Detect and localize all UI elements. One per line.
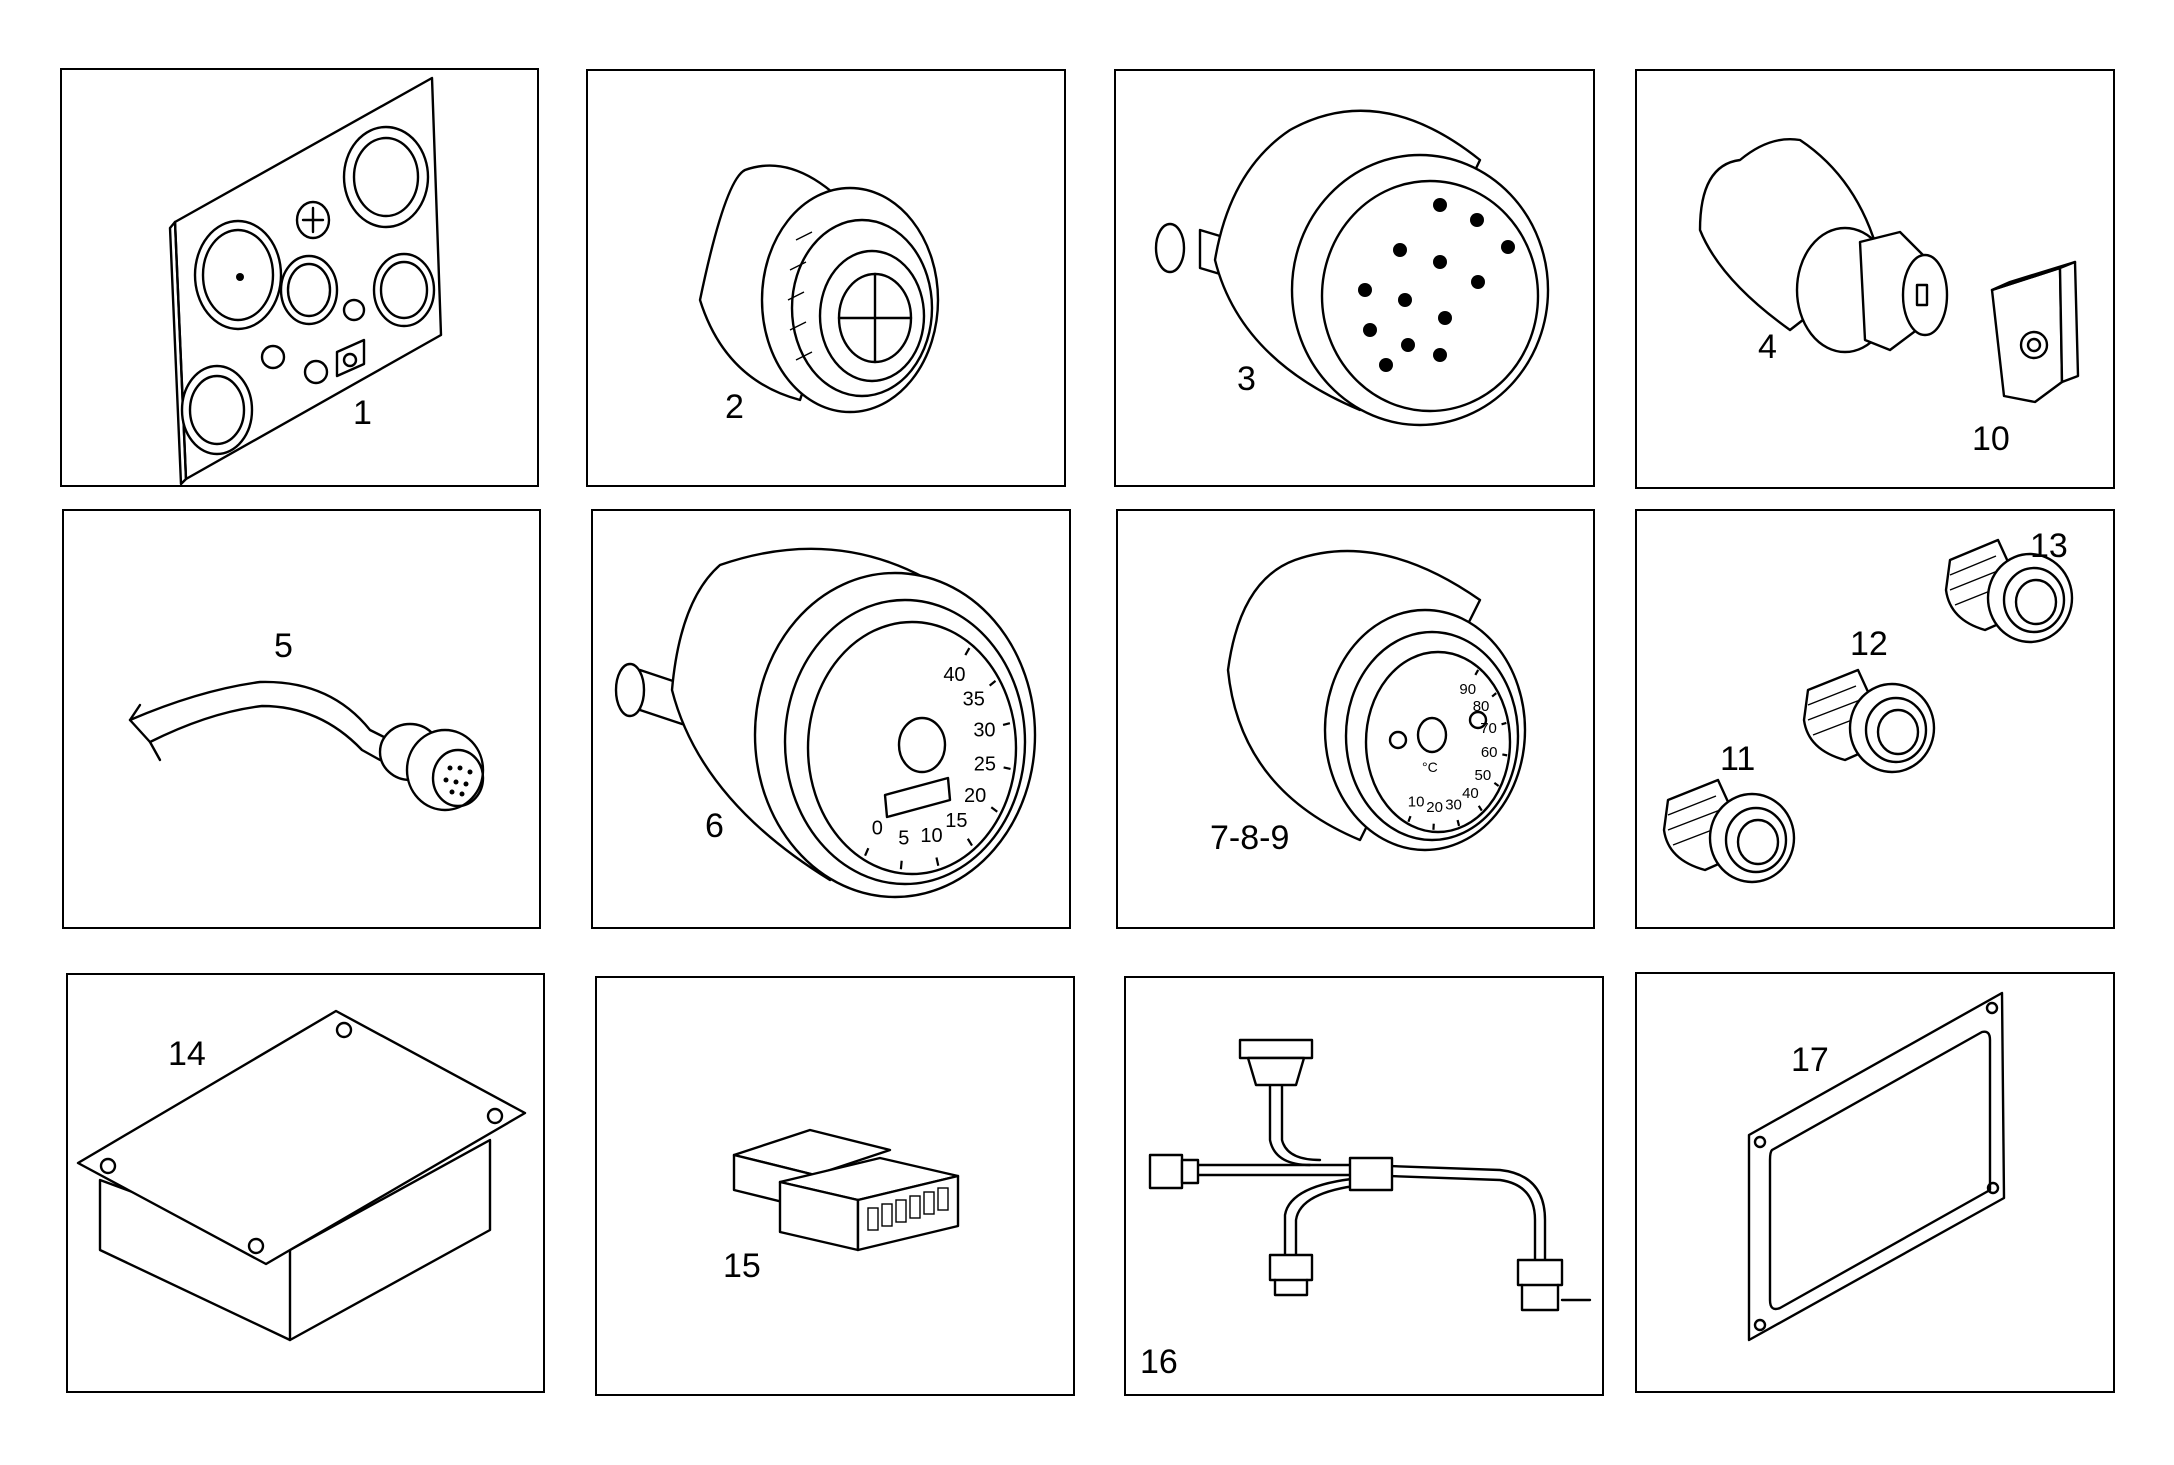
label-5: 5 [274,627,293,665]
speedometer-tick [935,857,940,866]
panel-5: 5 [62,509,541,929]
temperature-tick-label: 40 [1462,785,1479,802]
speedometer-tick-label: 40 [943,664,965,686]
label-17: 17 [1791,1041,1829,1079]
panel-3: 3 [1114,69,1595,487]
panel-1: 1 [60,68,539,487]
label-16: 16 [1140,1343,1178,1381]
panel-4: 4 10 [1635,69,2115,489]
temperature-tick [1456,819,1461,827]
round-speaker-gauge-icon [1154,109,1550,427]
wiring-harness-icon [1148,1038,1592,1312]
temperature-tick [1493,782,1500,787]
temperature-tick [1407,815,1412,823]
speedometer-tick [1003,766,1011,770]
label-7-8-9: 7-8-9 [1210,819,1289,857]
cable-with-connector-icon [128,680,485,812]
speedometer-tick-label: 10 [920,825,942,847]
temperature-tick-label: 30 [1445,796,1462,813]
sender-unit-icon [1698,138,1949,354]
temperature-tick-label: 70 [1480,720,1497,737]
instrument-panel-icon [168,76,443,486]
label-1: 1 [353,394,372,432]
temperature-tick-label: 50 [1475,767,1492,784]
speedometer-tick-label: 30 [973,720,995,742]
temperature-tick [1477,805,1483,812]
terminal-cover-icon [1990,260,2080,404]
speedometer-tick [864,847,870,857]
speedometer-tick-label: 5 [898,828,909,850]
label-10: 10 [1972,420,2010,458]
label-11: 11 [1720,740,1755,778]
speedometer-tick-label: 15 [945,810,967,832]
speedometer-tick [966,838,973,847]
temperature-unit: °C [1422,759,1438,775]
speedometer-tick [990,806,998,813]
indicator-lamp-12-icon [1802,668,1936,774]
temperature-tick-label: 10 [1408,793,1425,810]
speedometer-tick-label: 25 [974,753,996,775]
temperature-tick [1501,721,1507,726]
label-4: 4 [1758,328,1777,366]
label-15: 15 [723,1247,761,1285]
temperature-tick-label: 80 [1473,698,1490,715]
temperature-tick-label: 20 [1426,799,1443,816]
connector-block-icon [732,1128,960,1252]
speedometer-tick [1002,722,1011,726]
control-box-icon [76,1009,527,1342]
speedometer-tick [988,680,997,687]
temperature-tick [1491,692,1497,698]
temperature-tick-label: 90 [1459,681,1476,698]
label-6: 6 [705,807,724,845]
speedometer-tick-label: 35 [963,688,985,710]
indicator-lamp-13-icon [1944,538,2074,644]
label-12: 12 [1850,625,1888,663]
indicator-lamp-11-icon [1662,778,1796,884]
speedometer-tick-label: 0 [872,818,883,840]
speedometer-tick [899,860,903,870]
panel-2: 2 [586,69,1066,487]
panel-14: 14 [66,973,545,1393]
temperature-tick [1502,753,1508,757]
label-2: 2 [725,388,744,426]
label-3: 3 [1237,360,1256,398]
label-13: 13 [2030,527,2068,565]
speedometer-tick-label: 20 [964,785,986,807]
temperature-tick [1474,669,1480,676]
gasket-icon [1747,991,2006,1342]
panel-15: 15 [595,976,1075,1396]
label-14: 14 [168,1035,206,1073]
panel-17: 17 [1635,972,2115,1393]
panel-16: 16 [1124,976,1604,1396]
panel-lamps: 13 12 11 [1635,509,2115,929]
speedometer-tick [964,647,971,656]
panel-5-frame [62,509,541,929]
buzzer-icon [698,164,940,414]
temperature-tick-label: 60 [1481,744,1498,761]
